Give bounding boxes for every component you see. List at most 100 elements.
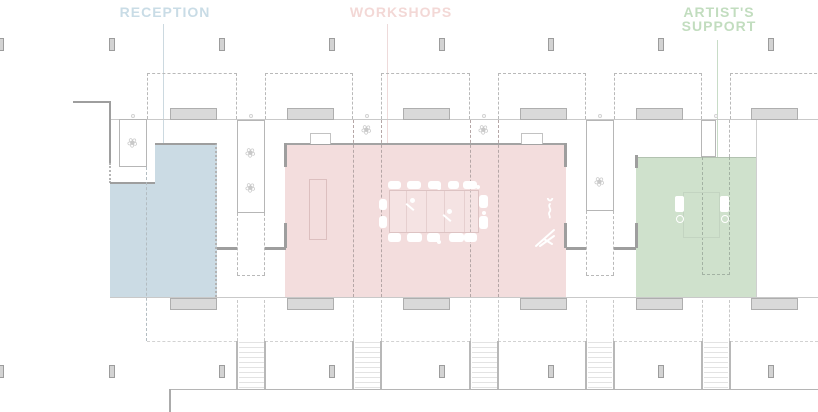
counter-outline [309, 179, 327, 240]
chair [427, 233, 440, 242]
corridor-wall [217, 247, 237, 250]
lower-block-dashed-edge [730, 341, 818, 342]
lower-block-dashed-edge [498, 341, 586, 342]
grid-dot [714, 114, 718, 118]
shaft-room [119, 119, 147, 167]
shaft-dashed-line [470, 300, 471, 341]
desk-lamp-icon [410, 198, 415, 203]
column-marker [219, 365, 225, 378]
work-station [675, 196, 684, 212]
leader-line-reception [163, 24, 164, 143]
grid-dot [482, 114, 486, 118]
column-marker [109, 365, 115, 378]
plant-icon: ❀ [474, 120, 493, 139]
chair [379, 199, 387, 210]
chair [428, 181, 441, 189]
entry-wall-dotted [109, 163, 111, 183]
shaft-dashed-line [586, 211, 587, 275]
zone-label-reception: RECEPTION [119, 4, 211, 20]
shaft-dashed-line [498, 120, 499, 297]
shaft-dashed-line [237, 275, 265, 276]
column-marker [219, 38, 225, 51]
column-marker [109, 38, 115, 51]
zone-label-artists-support: ARTIST'S SUPPORT [681, 4, 757, 34]
stool-icon [676, 215, 684, 223]
stair-strip [588, 342, 612, 389]
corridor-wall [566, 247, 586, 250]
lower-block-dashed-edge [265, 341, 353, 342]
shaft-dashed-line [613, 300, 614, 341]
chair [449, 233, 464, 242]
chair [388, 233, 401, 242]
shaft-dashed-line [702, 300, 703, 341]
stair-strip [355, 342, 380, 389]
entry-wall-vertical [109, 101, 111, 163]
cup-icon [437, 186, 441, 190]
table-divider [426, 191, 427, 232]
cup-icon [482, 211, 486, 215]
stair-strip [239, 342, 264, 389]
stair-strip [472, 342, 497, 389]
roof-module-outline [730, 73, 818, 119]
wall-footing [287, 298, 334, 310]
shaft-dashed-line [586, 275, 614, 276]
table-divider [406, 191, 407, 232]
shaft-dashed-line [586, 300, 587, 341]
work-station [720, 196, 729, 212]
column-marker [329, 365, 335, 378]
roof-module-outline [265, 73, 353, 119]
stool-icon [721, 215, 729, 223]
workshops-wall-segment [564, 223, 567, 248]
shaft-dashed-line [729, 300, 730, 341]
shaft-room [701, 120, 716, 157]
chair [463, 181, 477, 189]
lower-room-wall [236, 341, 238, 389]
workshops-zone [285, 143, 566, 297]
shaft-dashed-line [264, 300, 265, 341]
plant-icon: ❀ [357, 120, 376, 139]
desk-lamp-icon [447, 209, 452, 214]
entry-notch [521, 133, 543, 144]
wall-footing [636, 298, 683, 310]
shaft-dashed-line [146, 167, 147, 341]
wall-footing [751, 108, 798, 120]
wall-footing [751, 298, 798, 310]
support-table-outline [683, 192, 720, 238]
person-icon [546, 198, 554, 219]
lower-block-south-edge [169, 389, 818, 390]
grid-dot [249, 114, 253, 118]
shaft-dashed-line [264, 213, 265, 275]
artists-support-zone [636, 157, 756, 297]
wall-footing [636, 108, 683, 120]
column-marker [0, 365, 4, 378]
stair-strip [704, 342, 728, 389]
lower-room-wall [729, 341, 731, 389]
workshop-table-group [389, 190, 479, 233]
workshops-wall-segment [564, 143, 567, 167]
column-marker [768, 365, 774, 378]
column-marker [658, 365, 664, 378]
shaft-dashed-line [353, 300, 354, 341]
column-marker [329, 38, 335, 51]
shaft-dashed-box [702, 157, 730, 275]
lower-block-dashed-edge [381, 341, 470, 342]
lower-room-wall [613, 341, 615, 389]
column-marker [768, 38, 774, 51]
support-wall-segment [635, 223, 638, 248]
shaft-dashed-line [237, 300, 238, 341]
chair [407, 181, 421, 189]
shaft-dashed-line [237, 213, 238, 275]
corridor-wall [614, 247, 636, 250]
column-marker [548, 38, 554, 51]
grid-dot [598, 114, 602, 118]
lower-room-wall [469, 341, 471, 389]
grid-dot [131, 114, 135, 118]
roof-module-outline [498, 73, 586, 119]
workshops-wall-segment [284, 223, 287, 248]
leader-line-artists-support [717, 40, 718, 157]
cup-icon [476, 185, 480, 189]
wall-footing [520, 298, 567, 310]
chair [379, 216, 387, 228]
wall-footing [520, 108, 567, 120]
east-wall-line [756, 120, 757, 297]
